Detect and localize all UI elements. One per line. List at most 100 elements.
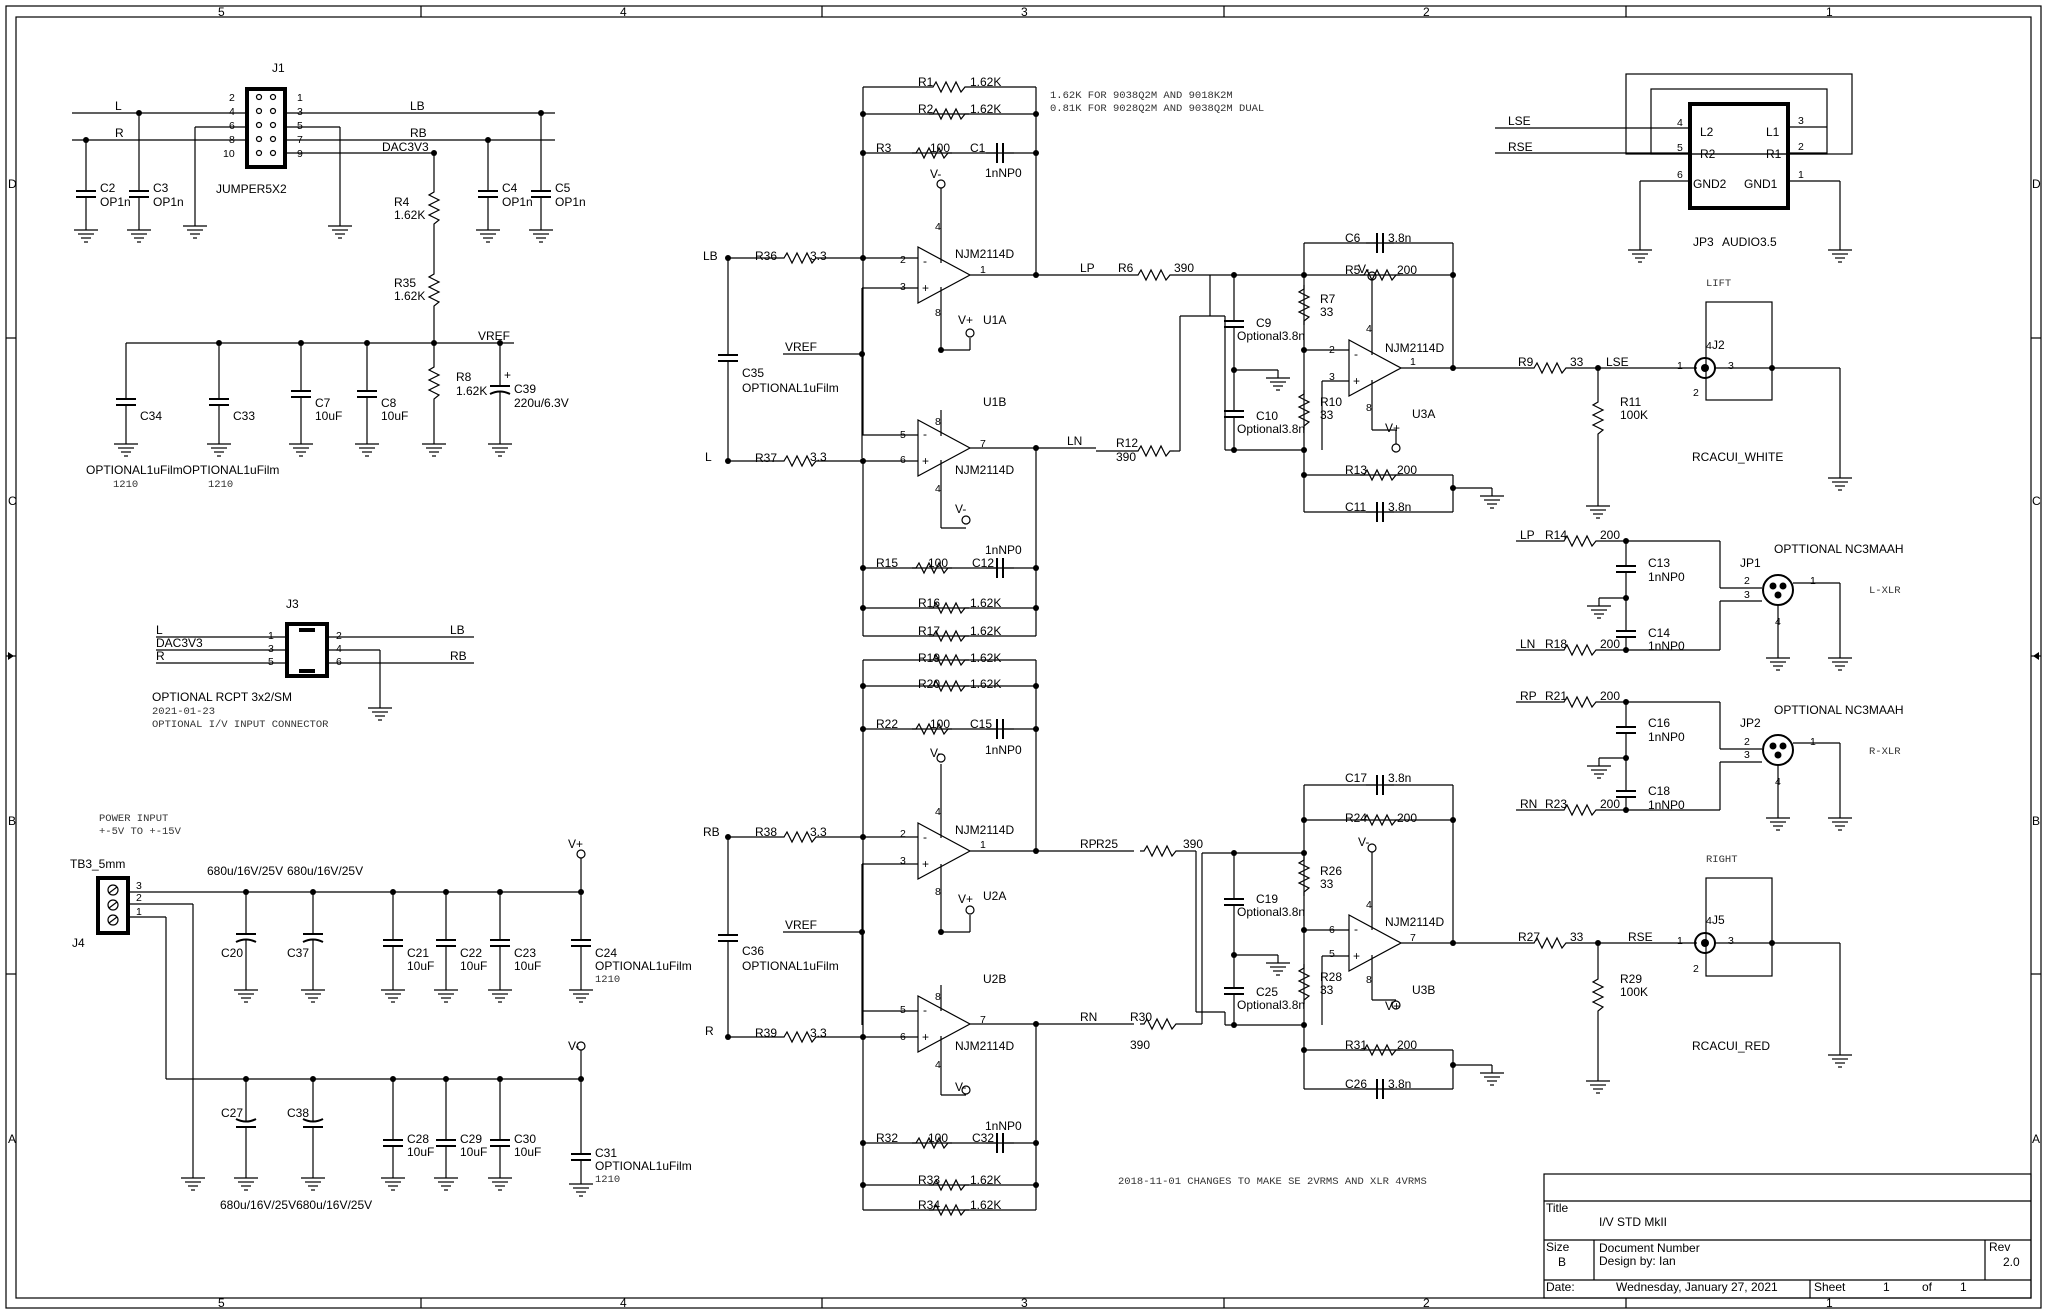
svg-text:C8: C8 xyxy=(381,396,397,410)
svg-text:AUDIO3.5: AUDIO3.5 xyxy=(1722,235,1777,249)
svg-text:33: 33 xyxy=(1320,877,1334,891)
svg-text:C20: C20 xyxy=(221,946,243,960)
svg-text:OPTIONAL1uFilm: OPTIONAL1uFilm xyxy=(595,1159,692,1173)
svg-text:3.3: 3.3 xyxy=(810,1026,827,1040)
svg-text:R15: R15 xyxy=(876,556,898,570)
svg-text:1: 1 xyxy=(1810,736,1816,748)
svg-text:C25: C25 xyxy=(1256,985,1278,999)
svg-text:C28: C28 xyxy=(407,1132,429,1146)
svg-text:OP1n: OP1n xyxy=(100,195,131,209)
svg-text:RCACUI_RED: RCACUI_RED xyxy=(1692,1039,1770,1053)
svg-text:3.3: 3.3 xyxy=(810,450,827,464)
svg-text:33: 33 xyxy=(1320,408,1334,422)
svg-text:U2A: U2A xyxy=(983,889,1006,903)
svg-text:2: 2 xyxy=(1329,344,1335,356)
svg-text:RP: RP xyxy=(1520,689,1537,703)
svg-text:V-: V- xyxy=(930,167,941,181)
svg-text:1: 1 xyxy=(1810,575,1816,587)
svg-text:R38: R38 xyxy=(755,825,777,839)
svg-text:L: L xyxy=(115,99,122,113)
svg-text:C19: C19 xyxy=(1256,892,1278,906)
svg-text:8: 8 xyxy=(1366,974,1372,986)
svg-text:C10: C10 xyxy=(1256,409,1278,423)
row-label: A xyxy=(2032,1132,2040,1146)
svg-text:1210: 1210 xyxy=(595,974,620,986)
svg-text:R2: R2 xyxy=(918,102,934,116)
svg-text:4: 4 xyxy=(935,806,941,818)
svg-text:3: 3 xyxy=(1329,371,1335,383)
svg-text:4: 4 xyxy=(1677,117,1683,129)
size-value: B xyxy=(1558,1255,1566,1269)
svg-text:1: 1 xyxy=(1410,356,1416,368)
svg-text:4: 4 xyxy=(1706,340,1712,352)
svg-text:C26: C26 xyxy=(1345,1077,1367,1091)
svg-text:3: 3 xyxy=(1744,749,1750,761)
svg-text:R20: R20 xyxy=(918,677,940,691)
svg-text:R18: R18 xyxy=(1545,637,1567,651)
svg-text:8: 8 xyxy=(1366,402,1372,414)
svg-text:R10: R10 xyxy=(1320,395,1342,409)
svg-text:4: 4 xyxy=(1366,323,1372,335)
svg-text:Optional3.8n: Optional3.8n xyxy=(1237,329,1305,343)
svg-text:33: 33 xyxy=(1570,930,1584,944)
svg-text:J3: J3 xyxy=(286,597,299,611)
of-label: of xyxy=(1922,1280,1933,1294)
row-label: A xyxy=(8,1132,16,1146)
svg-text:C22: C22 xyxy=(460,946,482,960)
svg-text:2: 2 xyxy=(1693,387,1699,399)
svg-text:C30: C30 xyxy=(514,1132,536,1146)
svg-text:8: 8 xyxy=(935,991,941,1003)
svg-text:C36: C36 xyxy=(742,944,764,958)
svg-text:100: 100 xyxy=(930,141,950,155)
svg-text:C38: C38 xyxy=(287,1106,309,1120)
svg-text:1: 1 xyxy=(268,630,274,642)
svg-text:4: 4 xyxy=(1706,915,1712,927)
svg-text:V-: V- xyxy=(1358,835,1369,849)
svg-text:3: 3 xyxy=(136,880,142,892)
svg-text:L1: L1 xyxy=(1766,125,1780,139)
j1-label: J1 xyxy=(272,61,285,75)
svg-text:R9: R9 xyxy=(1518,355,1534,369)
svg-text:10uF: 10uF xyxy=(514,959,541,973)
drawing-border: 5 4 3 2 1 5 4 3 2 1 D C B A D C B A xyxy=(5,5,2042,1310)
svg-text:C21: C21 xyxy=(407,946,429,960)
svg-text:C17: C17 xyxy=(1345,771,1367,785)
svg-text:680u/16V/25V680u/16V/25V: 680u/16V/25V680u/16V/25V xyxy=(220,1198,372,1212)
svg-text:C32: C32 xyxy=(972,1131,994,1145)
svg-text:OPTIONAL1uFilm: OPTIONAL1uFilm xyxy=(742,381,839,395)
svg-text:390: 390 xyxy=(1116,450,1136,464)
svg-text:2: 2 xyxy=(136,892,142,904)
svg-text:V-: V- xyxy=(568,1039,579,1053)
svg-text:LN: LN xyxy=(1520,637,1535,651)
col-label: 3 xyxy=(1021,5,1028,19)
svg-text:1nNP0: 1nNP0 xyxy=(1648,730,1685,744)
svg-text:C1: C1 xyxy=(970,141,986,155)
svg-text:LB: LB xyxy=(450,623,465,637)
svg-text:1: 1 xyxy=(980,839,986,851)
rev-value: 2.0 xyxy=(2003,1255,2020,1269)
svg-text:NJM2114D: NJM2114D xyxy=(955,823,1014,837)
row-label: D xyxy=(8,177,17,191)
svg-text:LP: LP xyxy=(1080,261,1095,275)
svg-text:1: 1 xyxy=(1677,935,1683,947)
svg-text:R11: R11 xyxy=(1620,395,1641,409)
svg-text:1: 1 xyxy=(1798,169,1804,181)
svg-text:1: 1 xyxy=(980,264,986,276)
svg-text:10uF: 10uF xyxy=(381,409,408,423)
col-label: 2 xyxy=(1423,1296,1430,1310)
svg-text:3: 3 xyxy=(1798,115,1804,127)
svg-text:R26: R26 xyxy=(1320,864,1342,878)
svg-text:33: 33 xyxy=(1320,983,1334,997)
svg-text:R39: R39 xyxy=(755,1026,777,1040)
svg-text:R32: R32 xyxy=(876,1131,898,1145)
svg-text:1.62K: 1.62K xyxy=(970,75,1001,89)
col-label: 5 xyxy=(218,5,225,19)
svg-text:1.62K: 1.62K xyxy=(394,208,425,222)
svg-text:C33: C33 xyxy=(233,409,255,423)
svg-text:3: 3 xyxy=(1744,589,1750,601)
svg-text:7: 7 xyxy=(980,1014,986,1026)
svg-text:3.8n: 3.8n xyxy=(1388,231,1411,245)
svg-text:R-XLR: R-XLR xyxy=(1869,746,1901,758)
svg-text:6: 6 xyxy=(336,656,342,668)
svg-text:4: 4 xyxy=(336,643,342,655)
